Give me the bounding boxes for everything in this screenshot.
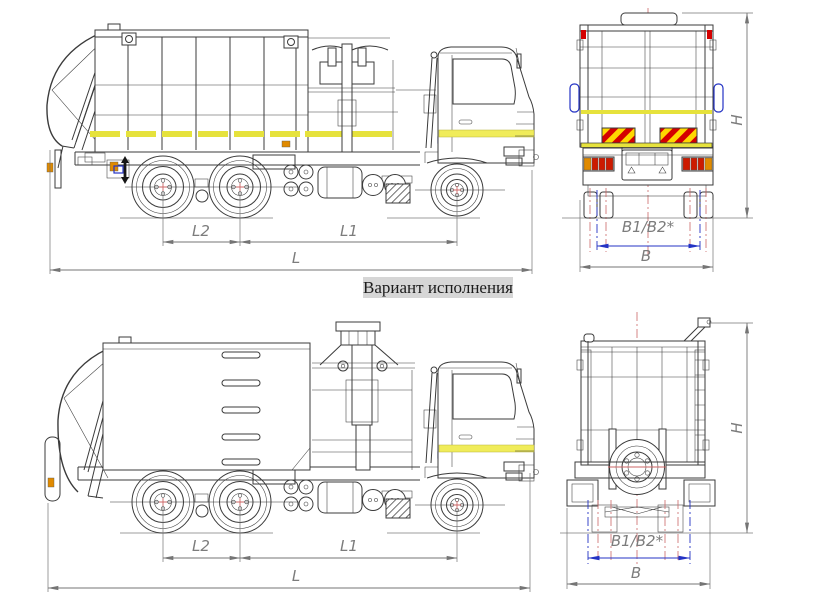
- caption: Вариант исполнения: [363, 277, 513, 298]
- dim-label-b-main: B: [641, 247, 651, 265]
- dim-label-b1b2-main: B1/B2*: [622, 218, 675, 236]
- dim-label-b-variant: B: [631, 564, 641, 582]
- dim-label-l2-variant: L2: [192, 537, 210, 555]
- dim-label-l1-main: L1: [340, 222, 358, 240]
- dim-label-l-variant: L: [292, 567, 300, 585]
- dim-label-h-variant: H: [728, 422, 746, 433]
- caption-text: Вариант исполнения: [363, 278, 513, 297]
- rear-view-variant: B1/B2* B H: [560, 312, 753, 589]
- side-view-main: L2 L1 L: [46, 23, 539, 274]
- dim-label-l-main: L: [292, 249, 300, 267]
- dim-label-l1-variant: L1: [340, 537, 358, 555]
- dim-label-l2-main: L2: [192, 222, 210, 240]
- dim-label-b1b2-variant: B1/B2*: [611, 532, 664, 550]
- rear-view-main: B1/B2* B H: [562, 8, 753, 272]
- caption-highlight: [363, 277, 513, 298]
- dim-label-h-main: H: [728, 114, 746, 125]
- side-view-variant: L2 L1 L: [44, 321, 539, 592]
